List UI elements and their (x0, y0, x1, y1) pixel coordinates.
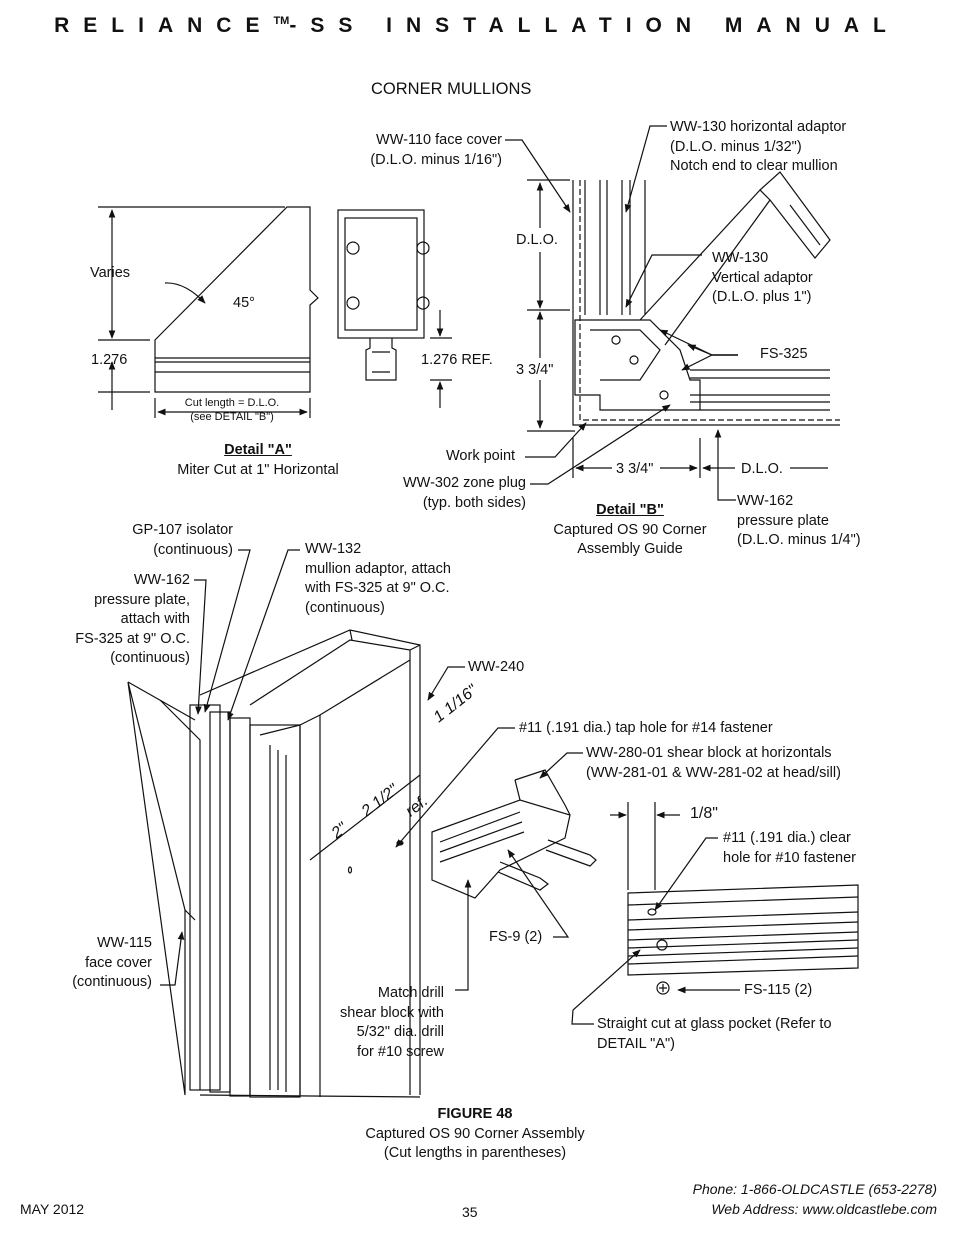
ww162-detail-line-1: WW-162 (737, 493, 794, 509)
header-brand: RELIANCE (54, 14, 274, 37)
ww115-line-3: (continuous) (72, 974, 152, 990)
straight-line-1: Straight cut at glass pocket (Refer to (597, 1016, 832, 1032)
clear-hole-label: #11 (.191 dia.) clear hole for #10 faste… (723, 829, 856, 868)
ww130h-line-1: WW-130 horizontal adaptor (670, 119, 847, 135)
figure-caption: FIGURE 48 Captured OS 90 Corner Assembly… (330, 1105, 620, 1164)
ww302-label: WW-302 zone plug (typ. both sides) (370, 474, 526, 513)
detail-a-subtitle: Miter Cut at 1" Horizontal (177, 461, 339, 478)
footer-contact: Phone: 1-866-OLDCASTLE (653-2278) Web Ad… (560, 1180, 937, 1219)
footer-page: 35 (462, 1204, 478, 1220)
cut-length-line-2: (see DETAIL "B") (190, 411, 274, 423)
fs115-label: FS-115 (2) (744, 982, 813, 998)
ww115-line-2: face cover (85, 954, 152, 971)
ref-label: 1.276 REF. (421, 352, 493, 368)
figure-number: FIGURE 48 (437, 1106, 513, 1122)
clear-hole-line-2: hole for #10 fastener (723, 849, 857, 866)
match-line-2: shear block with (340, 1004, 444, 1021)
match-drill-label: Match drill shear block with 5/32" dia. … (300, 984, 444, 1062)
detail-b-title: Detail "B" (596, 502, 664, 518)
ww302-line-2: (typ. both sides) (422, 494, 526, 511)
footer-phone: Phone: 1-866-OLDCASTLE (653-2278) (692, 1181, 937, 1197)
dlo-vertical-label: D.L.O. (516, 232, 558, 248)
ww240-label: WW-240 (468, 659, 525, 675)
ww132-line-4: (continuous) (305, 599, 385, 616)
fs325-label: FS-325 (760, 346, 808, 362)
ww302-line-1: WW-302 zone plug (402, 475, 526, 491)
ww280-label: WW-280-01 shear block at horizontals (WW… (586, 744, 841, 783)
detail-b-subtitle-2: Assembly Guide (577, 541, 683, 557)
gp107-line-1: GP-107 isolator (132, 522, 233, 538)
horizontal-member (627, 884, 859, 995)
ww162-detail-line-3: (D.L.O. minus 1/4") (737, 532, 861, 548)
assembly-extrusion (127, 629, 421, 1098)
gp107-label: GP-107 isolator (continuous) (100, 521, 233, 560)
detail-a-miter-piece (154, 206, 319, 393)
manual-header: RELIANCETM-SS INSTALLATION MANUAL (0, 14, 954, 38)
ww110-line-2: (D.L.O. minus 1/16") (370, 151, 502, 168)
match-line-1: Match drill (377, 985, 444, 1001)
figure-caption-1: Captured OS 90 Corner Assembly (365, 1125, 585, 1142)
cut-length-line-1: Cut length = D.L.O. (184, 397, 280, 409)
ww280-line-2: (WW-281-01 & WW-281-02 at head/sill) (586, 764, 841, 781)
footer-web: Web Address: www.oldcastlebe.com (711, 1200, 937, 1217)
gp107-line-2: (continuous) (153, 541, 233, 558)
ww162-line-5: (continuous) (110, 650, 190, 666)
footer-date: MAY 2012 (20, 1201, 85, 1217)
detail-a-title: Detail "A" (224, 442, 292, 458)
work-point-label: Work point (446, 448, 516, 464)
header-tm: TM (273, 15, 290, 27)
ww162-line-4: FS-325 at 9" O.C. (75, 630, 190, 647)
tap-hole-label: #11 (.191 dia.) tap hole for #14 fastene… (519, 720, 773, 736)
mullion-profile (337, 209, 430, 381)
ww132-line-2: mullion adaptor, attach (305, 560, 451, 577)
detail-b-caption: Detail "B" Captured OS 90 Corner Assembl… (540, 501, 720, 560)
ww130h-label: WW-130 horizontal adaptor (D.L.O. minus … (670, 118, 846, 177)
ww162-line-3: attach with (120, 611, 190, 627)
detail-b-corner (572, 171, 840, 426)
section-title: CORNER MULLIONS (371, 80, 532, 98)
dim-334-vertical: 3 3/4" (516, 362, 554, 378)
ww130h-line-3: Notch end to clear mullion (670, 158, 838, 174)
dlo-horizontal-label: D.L.O. (741, 461, 783, 477)
fs9-label: FS-9 (2) (489, 929, 543, 945)
detail-b-subtitle-1: Captured OS 90 Corner (553, 521, 707, 538)
ww132-label: WW-132 mullion adaptor, attach with FS-3… (305, 540, 451, 618)
ww162-detail-line-2: pressure plate (737, 512, 829, 529)
cut-length-note: Cut length = D.L.O. (see DETAIL "B") (157, 396, 307, 424)
ww130h-line-2: (D.L.O. minus 1/32") (670, 138, 802, 155)
ww162-detail-label: WW-162 pressure plate (D.L.O. minus 1/4"… (737, 492, 861, 551)
ww130v-line-1: WW-130 (712, 250, 769, 266)
ww130v-line-2: Vertical adaptor (712, 269, 813, 286)
ww280-line-1: WW-280-01 shear block at horizontals (586, 745, 832, 761)
ww162-assembly-label: WW-162 pressure plate, attach with FS-32… (40, 571, 190, 669)
ww110-label: WW-110 face cover (D.L.O. minus 1/16") (340, 131, 502, 170)
detail-a-caption: Detail "A" Miter Cut at 1" Horizontal (148, 441, 368, 480)
ww115-line-1: WW-115 (96, 935, 152, 951)
dim-1276-label: 1.276 (91, 352, 128, 368)
clear-hole-line-1: #11 (.191 dia.) clear (723, 830, 851, 846)
header-title: -SS INSTALLATION MANUAL (289, 14, 900, 37)
varies-label: Varies (90, 265, 131, 281)
match-line-4: for #10 screw (356, 1043, 444, 1060)
ww132-line-3: with FS-325 at 9" O.C. (305, 580, 450, 596)
ww130v-label: WW-130 Vertical adaptor (D.L.O. plus 1") (712, 249, 813, 308)
ww130v-line-3: (D.L.O. plus 1") (712, 289, 812, 305)
shear-block (431, 769, 597, 899)
ww132-line-1: WW-132 (305, 541, 362, 557)
dim-334-horizontal: 3 3/4" (616, 461, 654, 477)
figure-caption-2: (Cut lengths in parentheses) (383, 1145, 567, 1161)
ww162-line-1: WW-162 (133, 572, 190, 588)
angle-label: 45° (233, 295, 255, 311)
straight-line-2: DETAIL "A") (597, 1035, 675, 1052)
straight-cut-label: Straight cut at glass pocket (Refer to D… (597, 1015, 832, 1054)
ww115-label: WW-115 face cover (continuous) (40, 934, 152, 993)
ww162-line-2: pressure plate, (94, 591, 190, 608)
match-line-3: 5/32" dia. drill (356, 1024, 444, 1040)
ww110-line-1: WW-110 face cover (376, 132, 502, 148)
dim-18-label: 1/8" (690, 805, 718, 822)
